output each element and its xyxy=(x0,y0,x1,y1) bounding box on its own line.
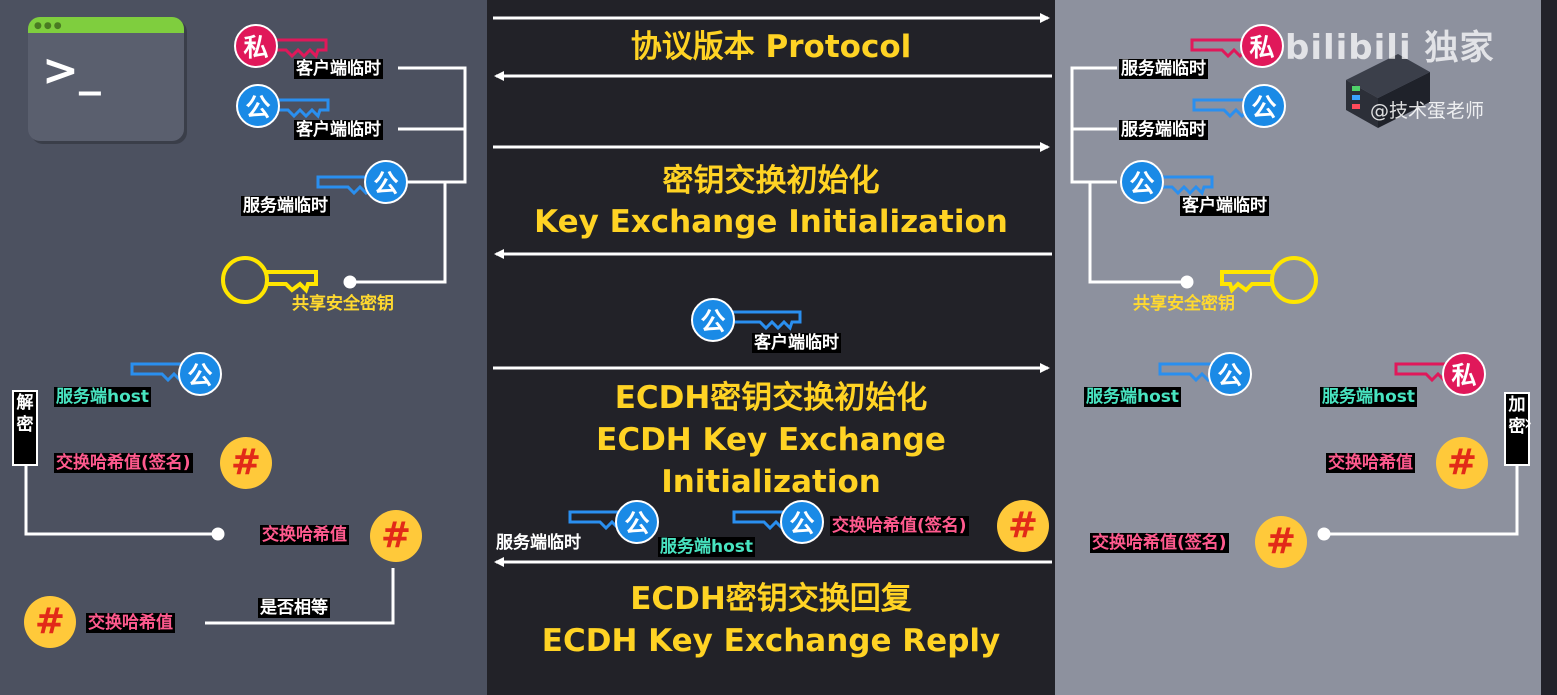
signed-hash-icon-right: # xyxy=(1255,516,1307,568)
shared-secret-label-left: 共享安全密钥 xyxy=(292,294,394,314)
author-watermark: @技术蛋老师 xyxy=(1370,100,1485,122)
client-temp-label-right: 客户端临时 xyxy=(1180,196,1269,216)
server-host-private-label: 服务端host xyxy=(1320,387,1418,407)
right-edge xyxy=(1541,0,1557,695)
ecdh-init-public-key-icon: 公 xyxy=(691,298,735,342)
signed-hash-label-left: 交换哈希值(签名) xyxy=(54,453,193,473)
signed-hash-icon-left: # xyxy=(220,437,272,489)
encrypt-label: 加密 xyxy=(1504,392,1530,466)
signed-hash-label-right: 交换哈希值(签名) xyxy=(1090,533,1229,553)
title-kexinit-en: Key Exchange Initialization xyxy=(534,204,1008,240)
exchange-hash-icon-right: # xyxy=(1436,437,1488,489)
server-icon xyxy=(1346,54,1430,128)
server-host-label-right: 服务端host xyxy=(1084,387,1182,407)
bilibili-watermark: bilibili 独家 xyxy=(1285,28,1495,68)
reply-server-temp-key-icon: 公 xyxy=(615,500,659,544)
local-hash-icon: # xyxy=(24,596,76,648)
reply-server-host-key-icon: 公 xyxy=(780,500,824,544)
title-ecdh-reply-en: ECDH Key Exchange Reply xyxy=(541,623,1001,659)
host-private-key-icon: 私 xyxy=(1442,352,1486,396)
server-temp-label-left: 服务端临时 xyxy=(241,196,330,216)
server-panel xyxy=(1055,0,1541,695)
is-equal-label: 是否相等 xyxy=(258,598,330,618)
client-public-key-icon-right: 公 xyxy=(1120,160,1164,204)
terminal-prompt: >_ xyxy=(42,45,101,96)
client-temp-private-label: 客户端临时 xyxy=(294,59,383,79)
title-ecdh-reply-cn: ECDH密钥交换回复 xyxy=(630,581,912,617)
title-kexinit-cn: 密钥交换初始化 xyxy=(662,163,880,199)
title-ecdh-init-en: ECDH Key Exchange Initialization xyxy=(596,422,946,500)
server-private-key-icon: 私 xyxy=(1240,24,1284,68)
server-temp-public-label: 服务端临时 xyxy=(1119,120,1208,140)
host-public-key-icon-left: 公 xyxy=(178,352,222,396)
terminal-icon: ●●● >_ xyxy=(28,17,184,141)
reply-signed-hash-label: 交换哈希值(签名) xyxy=(830,516,969,536)
computed-hash-icon-left: # xyxy=(370,510,422,562)
server-temp-private-label: 服务端临时 xyxy=(1119,59,1208,79)
title-protocol: 协议版本 Protocol xyxy=(630,29,912,65)
local-hash-label: 交换哈希值 xyxy=(86,613,175,633)
client-public-key-icon: 公 xyxy=(236,84,280,128)
shared-secret-label-right: 共享安全密钥 xyxy=(1133,294,1235,314)
client-private-key-icon: 私 xyxy=(234,24,278,68)
client-temp-public-label: 客户端临时 xyxy=(294,120,383,140)
ecdh-init-client-temp-label: 客户端临时 xyxy=(752,333,841,353)
title-ecdh-init-cn: ECDH密钥交换初始化 xyxy=(614,380,928,416)
host-public-key-icon-right: 公 xyxy=(1208,352,1252,396)
decrypt-label: 解密 xyxy=(12,390,38,466)
computed-hash-label-left: 交换哈希值 xyxy=(260,525,349,545)
server-public-key-icon-left: 公 xyxy=(364,160,408,204)
reply-server-temp-label: 服务端临时 xyxy=(496,533,581,553)
reply-server-host-label: 服务端host xyxy=(658,537,756,557)
next-arrow-button[interactable]: › xyxy=(1523,411,1533,436)
server-public-key-icon-right: 公 xyxy=(1242,84,1286,128)
exchange-hash-label-right: 交换哈希值 xyxy=(1326,453,1415,473)
reply-signed-hash-icon: # xyxy=(997,500,1049,552)
server-host-label-left: 服务端host xyxy=(54,387,152,407)
